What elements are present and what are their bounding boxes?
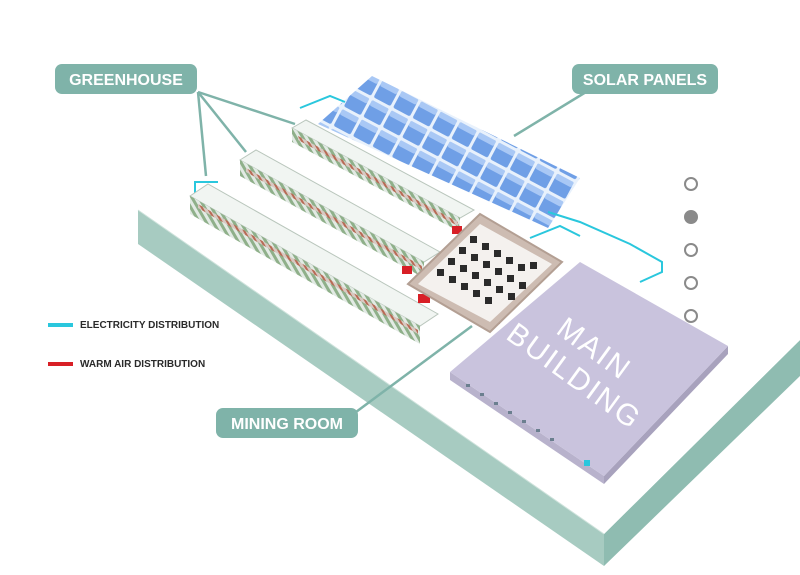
mining-rigs xyxy=(437,236,537,304)
main-building: MAIN BUILDING xyxy=(450,262,728,484)
mining-room-leader xyxy=(355,324,473,414)
electricity-line-building xyxy=(547,211,663,283)
greenhouse-leader-3 xyxy=(196,91,208,177)
ground-right-side xyxy=(604,340,800,566)
building-entrance xyxy=(584,460,590,466)
legend-swatch-warm-air xyxy=(48,362,73,366)
electricity-line-solar xyxy=(299,94,346,109)
pager-dot-4[interactable] xyxy=(684,276,698,290)
greenhouse-row-1 xyxy=(290,119,476,232)
warm-air-connector-2 xyxy=(402,266,412,274)
leader-lines xyxy=(196,90,587,414)
pager-dot-5[interactable] xyxy=(684,309,698,323)
electricity-line-mining xyxy=(529,224,581,239)
legend-label-electricity: ELECTRICITY DISTRIBUTION xyxy=(80,320,219,331)
solar-panels-array xyxy=(318,76,580,228)
greenhouse-row-3 xyxy=(189,183,439,344)
mining-room xyxy=(406,212,564,334)
warm-air-connector-3 xyxy=(418,294,430,303)
slide-pager xyxy=(684,177,698,323)
pager-dot-1[interactable] xyxy=(684,177,698,191)
greenhouse-leader-2 xyxy=(197,91,247,153)
mining-room-tag: MINING ROOM xyxy=(216,408,358,438)
greenhouse-tag: GREENHOUSE xyxy=(55,64,197,94)
main-building-roof xyxy=(450,262,728,476)
ground-edge xyxy=(137,209,605,535)
warm-air-connector-1 xyxy=(452,226,462,234)
greenhouse-leader-1 xyxy=(197,90,296,126)
legend-label-warm-air: WARM AIR DISTRIBUTION xyxy=(80,359,205,370)
solar-panels-tag: SOLAR PANELS xyxy=(572,64,718,94)
pager-dot-3[interactable] xyxy=(684,243,698,257)
greenhouse-label: GREENHOUSE xyxy=(69,72,183,89)
solar-panels-label: SOLAR PANELS xyxy=(583,72,707,89)
legend: ELECTRICITY DISTRIBUTION WARM AIR DISTRI… xyxy=(48,320,219,370)
mining-room-label: MINING ROOM xyxy=(231,416,343,433)
electricity-line-greenhouse xyxy=(194,181,218,193)
greenhouse-rows xyxy=(189,119,476,344)
electricity-lines xyxy=(194,94,663,283)
legend-swatch-electricity xyxy=(48,323,73,327)
solar-leader xyxy=(513,90,587,138)
solar-panel-field xyxy=(318,76,580,228)
greenhouse-row-2 xyxy=(239,149,441,278)
pager-dot-2-active[interactable] xyxy=(684,210,698,224)
ground-left-side xyxy=(138,210,604,566)
building-windows xyxy=(466,384,554,441)
